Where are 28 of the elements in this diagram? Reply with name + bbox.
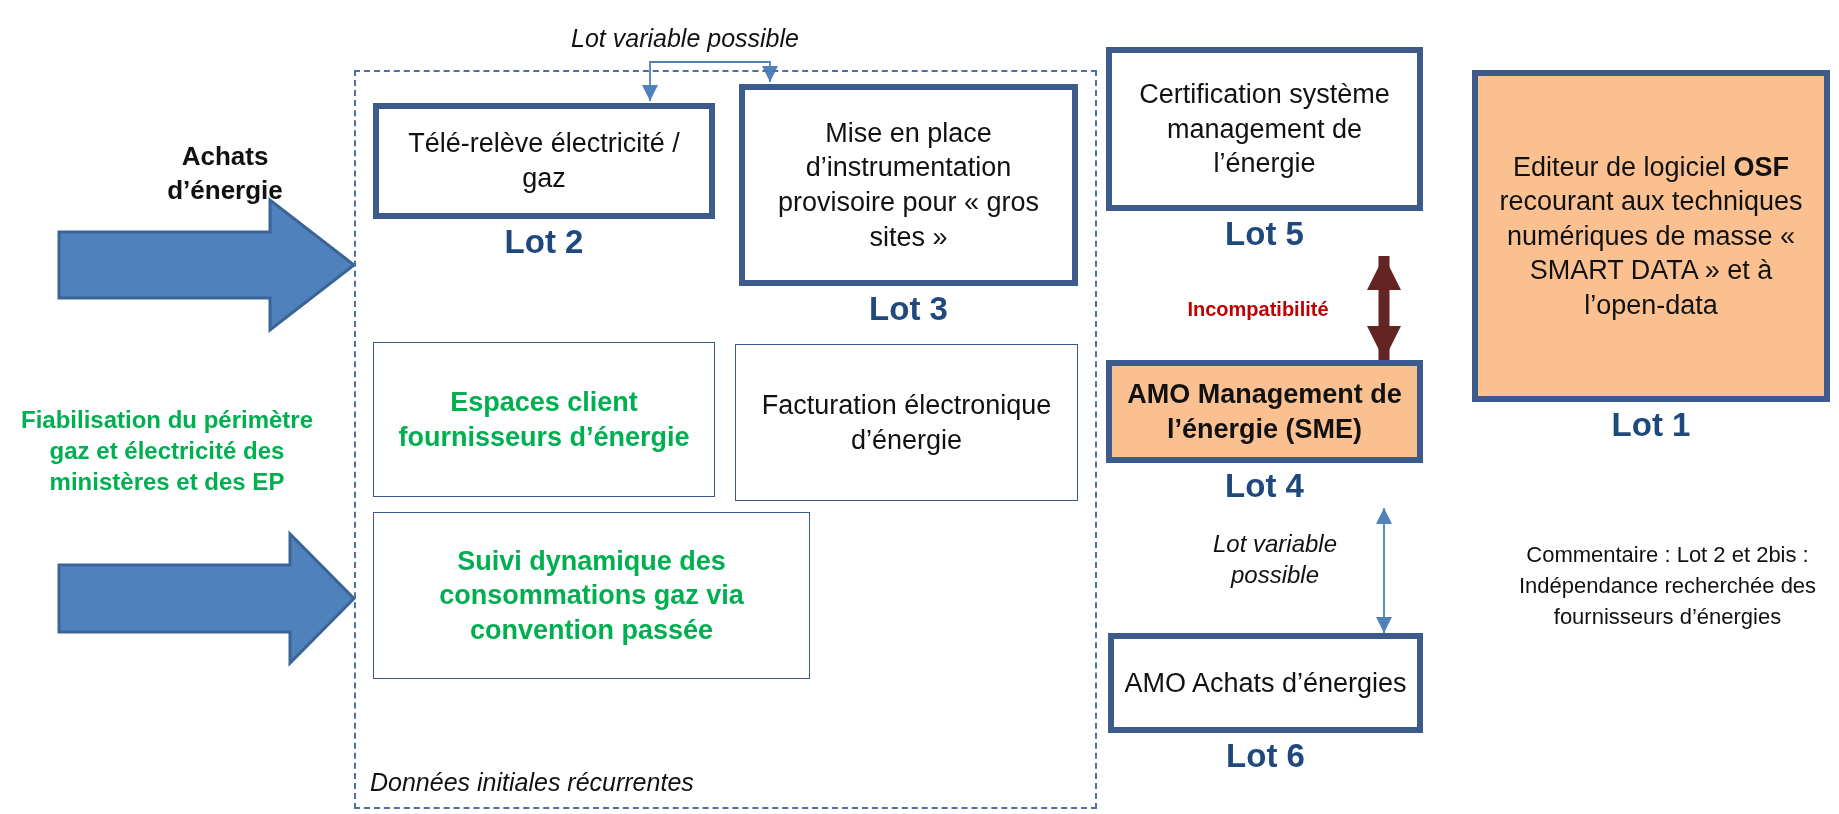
group-frame [354,70,1097,809]
edge-label: Fiabilisation du périmètre gaz et électricité des ministères et des EP [19,405,315,498]
process-box: Télé-relève électricité / gaz [373,103,715,219]
process-box: Editeur de logiciel OSF recourant aux techniques numériques de masse « SMART DATA » et à l’open-data [1472,70,1830,402]
process-box: Espaces client fournisseurs d’énergie [373,342,715,497]
edge-label: Lot variable possible [570,23,800,54]
group-title: Données initiales récurrentes [370,768,694,797]
comment-text: Commentaire : Lot 2 et 2bis : Indépendance recherchée des fournisseurs d’énergies [1517,541,1818,631]
lot-label: Lot 3 [868,290,949,328]
lot-label: Lot 6 [1225,737,1306,775]
block-arrow [57,530,357,667]
process-box: AMO Achats d’énergies [1108,633,1423,733]
process-box: Certification système management de l’énergie [1106,47,1423,211]
double-arrow [642,61,778,102]
edge-label: Lot variable possible [1211,529,1339,591]
edge-label: Incompatibilité [1186,297,1330,322]
process-box: Facturation électronique d’énergie [735,344,1078,501]
lot-label: Lot 4 [1224,467,1305,505]
lot-label: Lot 1 [1610,406,1692,444]
process-box: Suivi dynamique des consommations gaz via convention passée [373,512,810,679]
double-arrow [1376,507,1392,634]
process-box: Mise en place d’instrumentation provisoire pour « gros sites » [739,84,1078,286]
edge-label: Achats d’énergie [166,140,284,207]
lot-label: Lot 5 [1224,215,1305,253]
process-box: AMO Management de l’énergie (SME) [1106,360,1423,463]
block-arrow [57,196,357,334]
double-arrow [1367,256,1401,360]
lot-label: Lot 2 [503,223,585,261]
